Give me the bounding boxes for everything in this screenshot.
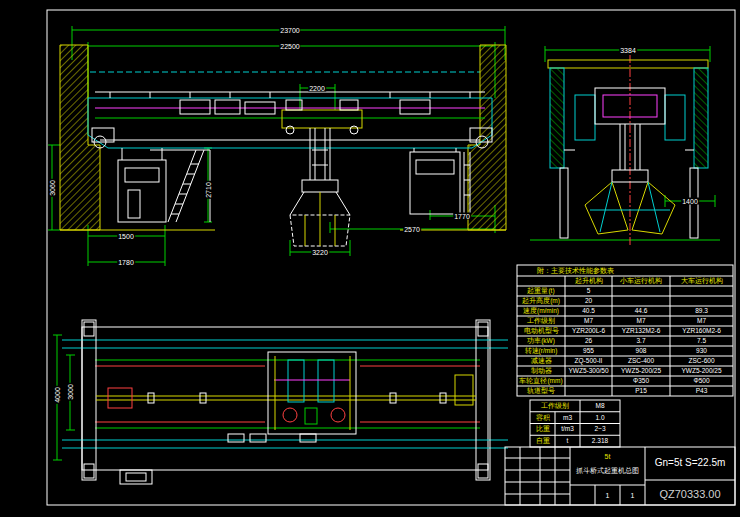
table-cell: M7 bbox=[583, 318, 594, 325]
table-cell: YWZ5-200/25 bbox=[680, 368, 722, 375]
dimension-text: 3060 bbox=[49, 179, 56, 197]
table-heading: 附：主要技术性能参数表 bbox=[536, 267, 615, 274]
table-cell: 5 bbox=[586, 288, 592, 295]
table-cell: YWZ5-200/25 bbox=[620, 368, 662, 375]
table-cell: t/m3 bbox=[560, 426, 575, 433]
table-cell: 转速(r/min) bbox=[524, 348, 559, 355]
title-block-text: Gn=5t S=22.5m bbox=[654, 458, 727, 468]
table-cell: ZSC-400 bbox=[627, 358, 655, 365]
dimension-text: 3384 bbox=[619, 47, 637, 54]
title-block-text: 1 bbox=[630, 492, 636, 499]
table-cell: 89.3 bbox=[694, 308, 709, 315]
table-cell: 自重 bbox=[535, 438, 551, 445]
table-cell: 工作级别 bbox=[540, 403, 570, 410]
dimension-text: 1400 bbox=[681, 198, 699, 205]
table-cell: 7.5 bbox=[696, 338, 707, 345]
table-cell: 3.7 bbox=[635, 338, 646, 345]
table-cell: M7 bbox=[696, 318, 707, 325]
table-cell: t bbox=[566, 438, 570, 445]
dimension-text: 23700 bbox=[279, 27, 300, 34]
table-heading: 起升机构 bbox=[574, 278, 604, 285]
table-cell: M8 bbox=[594, 403, 605, 410]
table-heading: 大车运行机构 bbox=[680, 278, 724, 285]
table-cell: P43 bbox=[695, 388, 709, 395]
table-heading: 小车运行机构 bbox=[619, 278, 663, 285]
dimension-text: 2200 bbox=[308, 85, 326, 92]
table-cell: YZR200L-6 bbox=[571, 328, 606, 335]
table-cell: 2~3 bbox=[593, 426, 606, 433]
table-cell: YZR160M2-6 bbox=[681, 328, 722, 335]
table-cell: 1.0 bbox=[594, 414, 605, 421]
table-cell: 40.5 bbox=[581, 308, 596, 315]
table-cell: 起升高度(m) bbox=[521, 298, 561, 305]
dimension-text: 22500 bbox=[279, 43, 300, 50]
dimension-text: 3220 bbox=[311, 249, 329, 256]
table-cell: YZR132M2-6 bbox=[621, 328, 662, 335]
table-cell: P15 bbox=[634, 388, 648, 395]
table-cell: M7 bbox=[635, 318, 646, 325]
table-cell: Φ500 bbox=[692, 378, 710, 385]
table-cell: 减速器 bbox=[530, 358, 553, 365]
table-cell: ZQ-500-II bbox=[574, 358, 604, 365]
table-cell: 起重量(t) bbox=[526, 288, 555, 295]
dimension-text: 2570 bbox=[403, 226, 421, 233]
table-cell: 20 bbox=[584, 298, 593, 305]
dimension-text: 2710 bbox=[205, 181, 212, 199]
table-cell: 容积 bbox=[535, 414, 551, 421]
table-cell: 功率(kW) bbox=[526, 338, 556, 345]
table-cell: 车轮直径(mm) bbox=[518, 378, 563, 385]
table-cell: 制动器 bbox=[530, 368, 553, 375]
dimension-text: 4000 bbox=[54, 386, 61, 404]
table-cell: 2.318 bbox=[591, 438, 609, 445]
dimension-text: 1500 bbox=[117, 233, 135, 240]
dimension-text: 1770 bbox=[453, 213, 471, 220]
dimension-text: 3000 bbox=[67, 383, 74, 401]
table-cell: 26 bbox=[584, 338, 593, 345]
table-cell: Φ350 bbox=[632, 378, 650, 385]
table-cell: 比重 bbox=[535, 426, 551, 433]
title-block-text: 抓斗桥式起重机总图 bbox=[575, 467, 640, 474]
table-cell: 速度(m/min) bbox=[522, 308, 560, 315]
table-cell: 955 bbox=[582, 348, 595, 355]
table-cell: 电动机型号 bbox=[523, 328, 560, 335]
table-cell: ZSC-600 bbox=[687, 358, 715, 365]
table-cell: 工作级别 bbox=[526, 318, 556, 325]
table-cell: 轨道型号 bbox=[526, 388, 556, 395]
table-cell: YWZ5-300/50 bbox=[567, 368, 609, 375]
title-block-text: 1 bbox=[605, 492, 611, 499]
table-cell: 930 bbox=[695, 348, 708, 355]
dimension-text: 1780 bbox=[117, 259, 135, 266]
table-cell: 908 bbox=[635, 348, 648, 355]
title-block-text: QZ70333.00 bbox=[658, 489, 721, 500]
table-cell: m3 bbox=[562, 414, 573, 421]
title-block-text: 5t bbox=[604, 453, 612, 460]
table-cell: 44.6 bbox=[634, 308, 649, 315]
